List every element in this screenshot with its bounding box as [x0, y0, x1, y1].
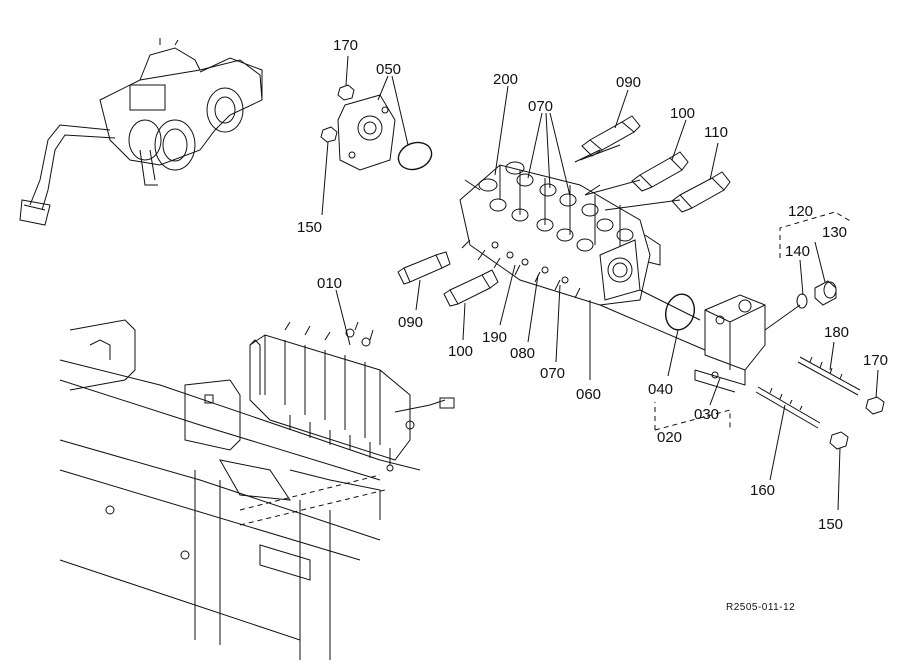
label-part-130: 130: [822, 224, 848, 241]
reference-code: R2505-011-12: [726, 602, 796, 613]
label-part-140: 140: [785, 243, 811, 260]
relief-valve-090-bottom: [397, 251, 451, 285]
label-part-160: 160: [750, 482, 776, 499]
group-bracket-020: [654, 402, 731, 431]
backhoe-tractor-illustration: [19, 38, 263, 226]
leader-lines: [321, 55, 879, 511]
relief-valve-100-bottom: [443, 269, 499, 307]
relief-valve-090-top: [581, 115, 641, 157]
label-part-070-bottom: 070: [540, 365, 566, 382]
label-part-200: 200: [493, 71, 519, 88]
label-part-030: 030: [694, 406, 720, 423]
tractor-frame-illustration: [59, 319, 421, 660]
o-ring-040: [664, 293, 696, 331]
label-part-180: 180: [824, 324, 850, 341]
label-part-190: 190: [482, 329, 508, 346]
control-valve-assembly-010: [249, 321, 455, 472]
label-part-110: 110: [704, 124, 728, 141]
label-part-150-left: 150: [297, 219, 323, 236]
label-part-150-right: 150: [818, 516, 844, 533]
label-part-170-top: 170: [333, 37, 359, 54]
label-part-120: 120: [788, 203, 814, 220]
group-bracket-120: [779, 211, 853, 258]
main-valve-block-200: [459, 161, 661, 306]
stud-bolt-160: [755, 386, 821, 429]
label-part-080: 080: [510, 345, 536, 362]
o-ring-050: [397, 141, 433, 171]
nut-150-right: [829, 431, 849, 450]
label-part-050: 050: [376, 61, 402, 78]
o-ring-140: [796, 293, 808, 309]
relief-valve-100-top: [631, 151, 689, 192]
label-part-090-top: 090: [616, 74, 642, 91]
explode-center-lines: [574, 149, 801, 351]
label-part-020: 020: [657, 429, 683, 446]
relief-valve-110: [671, 171, 731, 213]
plug-130: [814, 280, 837, 306]
label-part-040: 040: [648, 381, 674, 398]
port-block-030: [694, 294, 766, 393]
stud-bolt-180: [797, 356, 861, 396]
label-part-070-top: 070: [528, 98, 554, 115]
label-part-170-right: 170: [863, 352, 889, 369]
nut-170-top: [337, 84, 355, 101]
cover-flange-050: [337, 94, 396, 171]
label-part-090-bottom: 090: [398, 314, 424, 331]
nut-170-right: [865, 396, 885, 415]
label-part-060: 060: [576, 386, 602, 403]
label-part-010: 010: [317, 275, 343, 292]
label-part-100-top: 100: [670, 105, 696, 122]
label-part-100-bottom: 100: [448, 343, 474, 360]
nut-150-left: [320, 126, 338, 143]
